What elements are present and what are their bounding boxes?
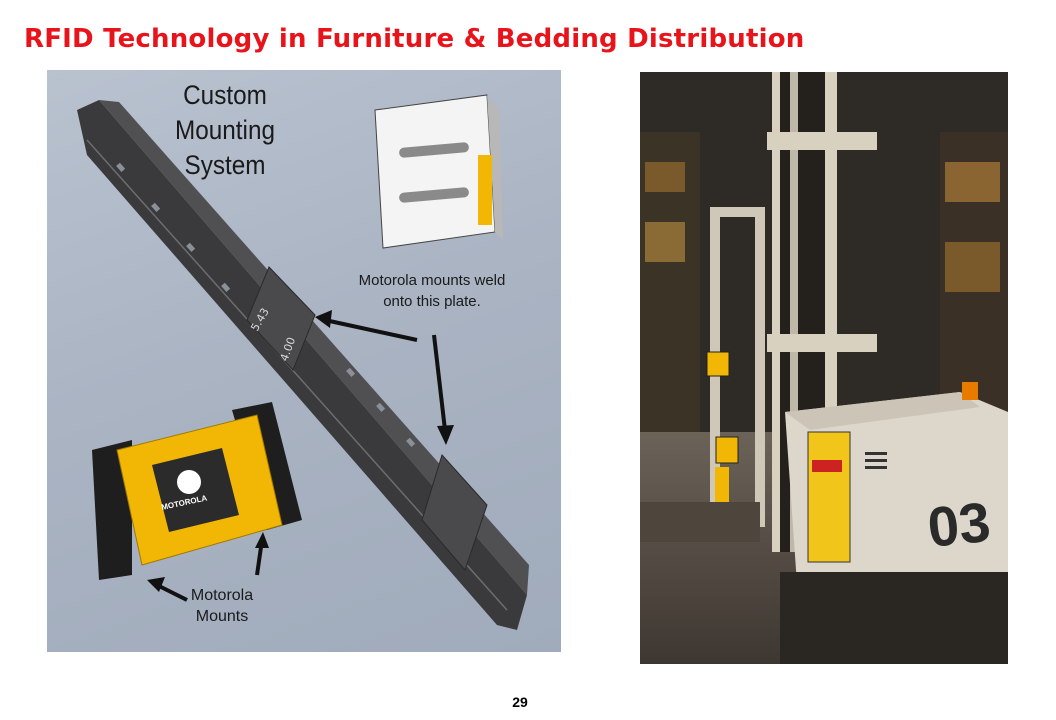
rail-slots xyxy=(116,162,416,447)
battery-compartment xyxy=(807,431,851,563)
truck-number: 03 xyxy=(925,490,994,559)
bracket-inset xyxy=(374,94,503,249)
pointer-arrows xyxy=(147,310,454,602)
rfid-reader-upper xyxy=(706,351,730,377)
caption-weld-plate: Motorola mounts weld onto this plate. xyxy=(358,272,506,310)
mounting-system-diagram: 5.43 4.00 MOTOROLA xyxy=(47,70,561,652)
rfid-reader-lower xyxy=(715,436,739,464)
weld-plate-upper xyxy=(246,266,316,371)
rfid-reader: MOTOROLA xyxy=(92,402,302,580)
forklift-illustration: 03 xyxy=(640,72,1008,664)
slide-title: RFID Technology in Furniture & Bedding D… xyxy=(24,24,805,54)
weld-plate-lower xyxy=(421,454,488,571)
warning-beacon xyxy=(962,382,978,400)
caption-mounting-system: Custom Mounting System xyxy=(175,80,275,180)
forklift-photo: 03 xyxy=(640,72,1008,664)
caption-motorola-mounts: Motorola Mounts xyxy=(190,587,254,625)
page-number: 29 xyxy=(512,694,528,710)
mounting-rail xyxy=(77,100,527,630)
mounting-illustration: 5.43 4.00 MOTOROLA xyxy=(77,94,529,630)
